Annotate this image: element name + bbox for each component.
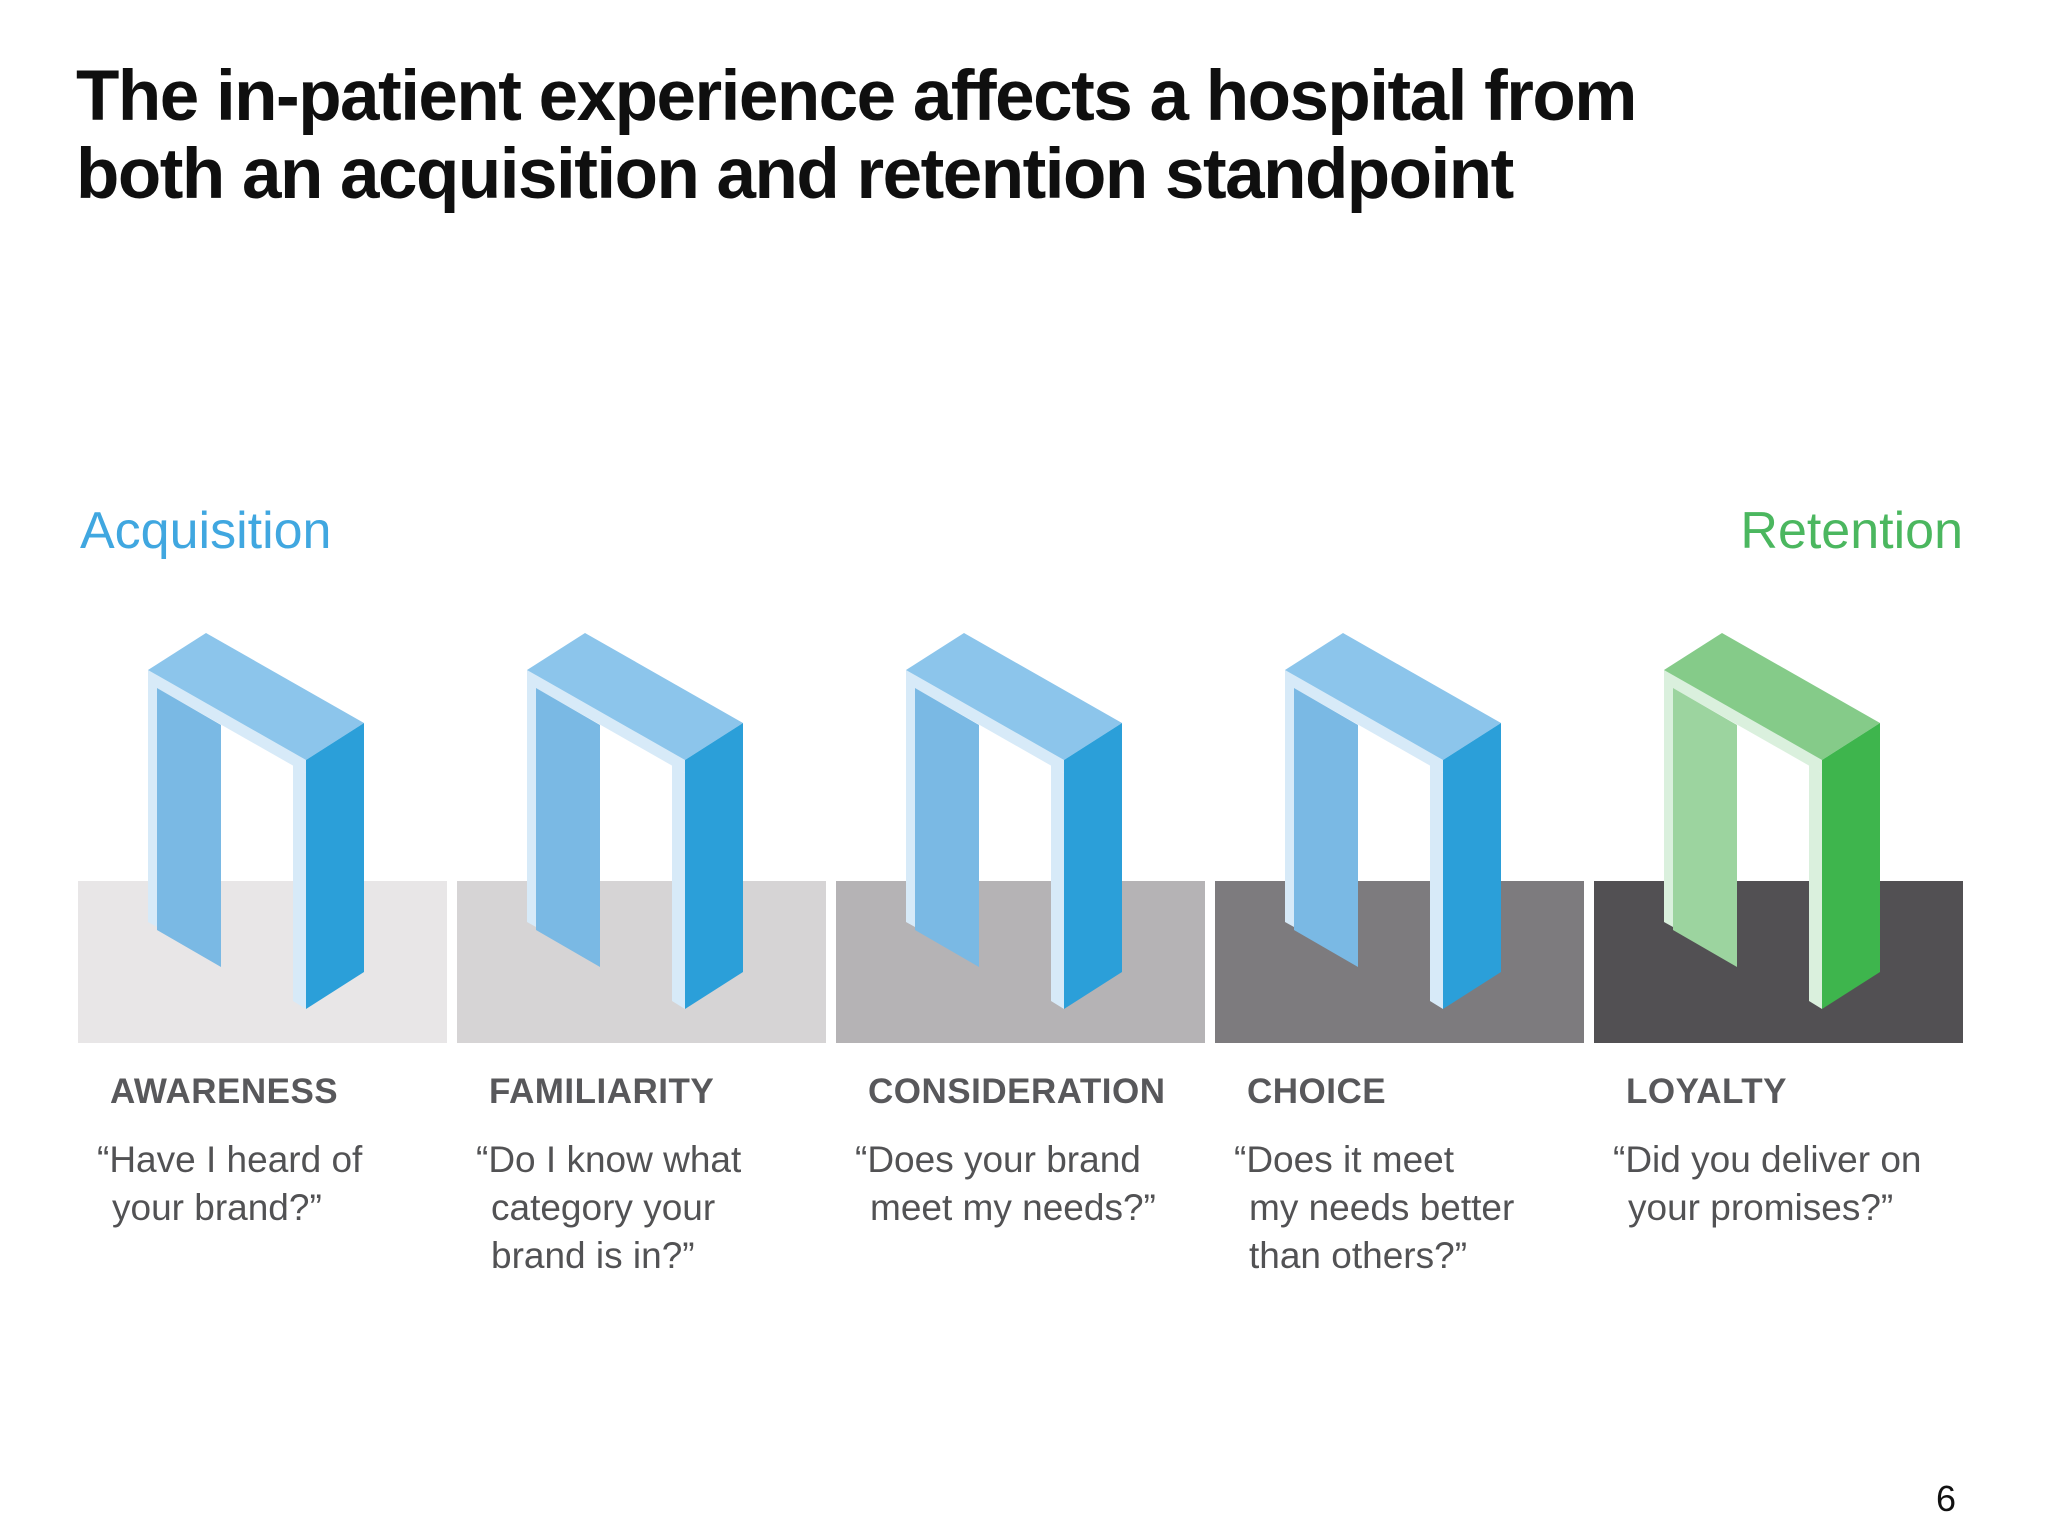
quote-line: “Do I know what: [476, 1139, 742, 1180]
stage-label: CONSIDERATION: [868, 1072, 1166, 1111]
stage-label: LOYALTY: [1626, 1072, 1788, 1111]
stage-strip: [836, 881, 1205, 1043]
stage-quote: “Do I know what category your brand is i…: [476, 1136, 821, 1280]
stage-quote: “Did you deliver on your promises?”: [1613, 1136, 1958, 1232]
quote-line: “Did you deliver on: [1613, 1139, 1922, 1180]
stage-choice: CHOICE “Does it meet my needs better tha…: [1215, 0, 1584, 1536]
stage-familiarity: FAMILIARITY “Do I know what category you…: [457, 0, 826, 1536]
title-line-1: The in-patient experience affects a hosp…: [76, 57, 1637, 136]
stage-quote: “Have I heard of your brand?”: [97, 1136, 442, 1232]
arch-icon: [527, 633, 743, 1009]
quote-line: your promises?”: [1628, 1187, 1894, 1228]
stage-strip: [457, 881, 826, 1043]
quote-line: category your: [491, 1187, 716, 1228]
stage-quote: “Does your brand meet my needs?”: [855, 1136, 1200, 1232]
stage-strip: [1594, 881, 1963, 1043]
quote-line: brand is in?”: [491, 1235, 695, 1276]
stage-label: FAMILIARITY: [489, 1072, 715, 1111]
stage-strip: [1215, 881, 1584, 1043]
quote-line: “Have I heard of: [97, 1139, 363, 1180]
stage-strip: [78, 881, 447, 1043]
acquisition-label: Acquisition: [80, 502, 332, 560]
stage-awareness: AWARENESS “Have I heard of your brand?”: [78, 0, 447, 1536]
arch-icon: [148, 633, 364, 1009]
stage-consideration: CONSIDERATION “Does your brand meet my n…: [836, 0, 1205, 1536]
quote-line: “Does it meet: [1234, 1139, 1455, 1180]
quote-line: my needs better: [1249, 1187, 1515, 1228]
retention-label: Retention: [1740, 502, 1963, 560]
quote-line: than others?”: [1249, 1235, 1468, 1276]
stage-label: CHOICE: [1247, 1072, 1387, 1111]
stage-loyalty: LOYALTY “Did you deliver on your promise…: [1594, 0, 1963, 1536]
quote-line: your brand?”: [112, 1187, 322, 1228]
arch-icon: [906, 633, 1122, 1009]
page-title: The in-patient experience affects a hosp…: [76, 58, 1976, 214]
quote-line: “Does your brand: [855, 1139, 1141, 1180]
stage-quote: “Does it meet my needs better than other…: [1234, 1136, 1579, 1280]
arch-icon: [1664, 633, 1880, 1009]
stage-label: AWARENESS: [110, 1072, 339, 1111]
quote-line: meet my needs?”: [870, 1187, 1156, 1228]
page-number: 6: [1935, 1478, 1956, 1519]
title-line-2: both an acquisition and retention standp…: [76, 135, 1514, 214]
arch-icon: [1285, 633, 1501, 1009]
